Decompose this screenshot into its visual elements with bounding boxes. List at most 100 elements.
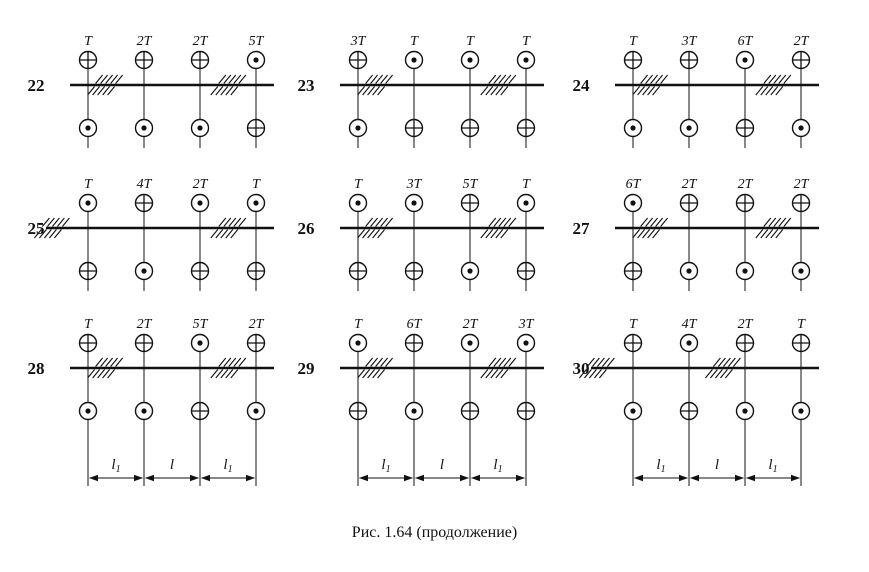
support-hatch-below (632, 229, 661, 239)
hatch-stroke (503, 74, 512, 84)
hatch-stroke (498, 217, 507, 227)
hatch-stroke (365, 74, 374, 84)
dimension-arrowhead (89, 474, 98, 482)
hatch-stroke (637, 86, 646, 96)
hatch-stroke (650, 217, 659, 227)
hatch-stroke (606, 357, 615, 367)
hatch-stroke (238, 74, 247, 84)
hatch-stroke (215, 229, 224, 239)
hatch-stroke (220, 229, 229, 239)
torque-dot-icon (798, 125, 804, 131)
hatch-stroke (760, 86, 769, 96)
hatch-stroke (51, 217, 60, 227)
hatch-stroke (215, 86, 224, 96)
torque-dot-icon (686, 340, 692, 346)
torque-dot-icon (141, 408, 147, 414)
dimension-label: l1 (381, 457, 390, 475)
hatch-stroke (640, 74, 649, 84)
hatch-stroke (238, 217, 247, 227)
hatch-stroke (115, 357, 124, 367)
hatch-stroke (650, 74, 659, 84)
hatch-stroke (48, 229, 57, 239)
hatch-stroke (775, 86, 784, 96)
torque-label: 3T (681, 34, 698, 49)
torque-label: T (522, 34, 531, 49)
torque-dot-icon (355, 340, 361, 346)
hatch-stroke (632, 86, 641, 96)
hatch-stroke (578, 369, 587, 379)
hatch-stroke (385, 217, 394, 227)
hatch-stroke (490, 229, 499, 239)
hatch-stroke (377, 229, 386, 239)
hatch-stroke (46, 217, 55, 227)
support-hatch-above (218, 74, 247, 84)
torque-dot-icon (798, 408, 804, 414)
hatch-stroke (357, 369, 366, 379)
torque-label: 3T (406, 177, 423, 192)
hatch-stroke (210, 229, 219, 239)
torque-dot-icon (141, 268, 147, 274)
torque-label: T (354, 177, 363, 192)
torque-label: 5T (193, 317, 209, 332)
hatch-stroke (717, 357, 726, 367)
hatch-stroke (500, 229, 509, 239)
dimension-arrowhead (516, 474, 525, 482)
hatch-stroke (647, 229, 656, 239)
hatch-stroke (593, 369, 602, 379)
support-hatch-above (365, 217, 394, 227)
hatch-stroke (230, 86, 239, 96)
hatch-stroke (596, 357, 605, 367)
hatch-stroke (778, 217, 787, 227)
hatch-stroke (110, 357, 119, 367)
torque-label: 3T (518, 317, 535, 332)
hatch-stroke (97, 369, 106, 379)
hatch-stroke (43, 229, 52, 239)
figure-caption: Рис. 1.64 (продолжение) (351, 524, 518, 541)
torque-dot-icon (411, 408, 417, 414)
hatch-stroke (755, 86, 764, 96)
torque-label: T (410, 34, 419, 49)
torque-label: 6T (738, 34, 754, 49)
dimension-arrowhead (201, 474, 210, 482)
torque-label: 2T (463, 317, 479, 332)
torque-dot-icon (197, 125, 203, 131)
hatch-stroke (357, 86, 366, 96)
torque-label: 2T (794, 177, 810, 192)
support-hatch-above (640, 217, 669, 227)
torque-dot-icon (85, 125, 91, 131)
hatch-stroke (601, 357, 610, 367)
hatch-stroke (230, 369, 239, 379)
support-hatch-above (763, 74, 792, 84)
torque-dot-icon (355, 200, 361, 206)
hatch-stroke (763, 74, 772, 84)
hatch-stroke (375, 357, 384, 367)
hatch-stroke (220, 86, 229, 96)
dimension-arrowhead (145, 474, 154, 482)
hatch-stroke (765, 229, 774, 239)
hatch-stroke (41, 217, 50, 227)
hatch-stroke (768, 217, 777, 227)
hatch-stroke (218, 217, 227, 227)
support-hatch-above (488, 74, 517, 84)
hatch-stroke (233, 74, 242, 84)
hatch-stroke (107, 86, 116, 96)
torque-dot-icon (253, 408, 259, 414)
hatch-stroke (228, 74, 237, 84)
hatch-stroke (357, 229, 366, 239)
support-hatch-below (210, 229, 239, 239)
hatch-stroke (480, 369, 489, 379)
hatch-stroke (102, 369, 111, 379)
support-hatch-above (763, 217, 792, 227)
hatch-stroke (380, 74, 389, 84)
hatch-stroke (719, 369, 728, 379)
torque-label: 6T (626, 177, 642, 192)
torque-dot-icon (197, 340, 203, 346)
dimension-arrowhead (415, 474, 424, 482)
support-hatch-below (87, 86, 116, 96)
